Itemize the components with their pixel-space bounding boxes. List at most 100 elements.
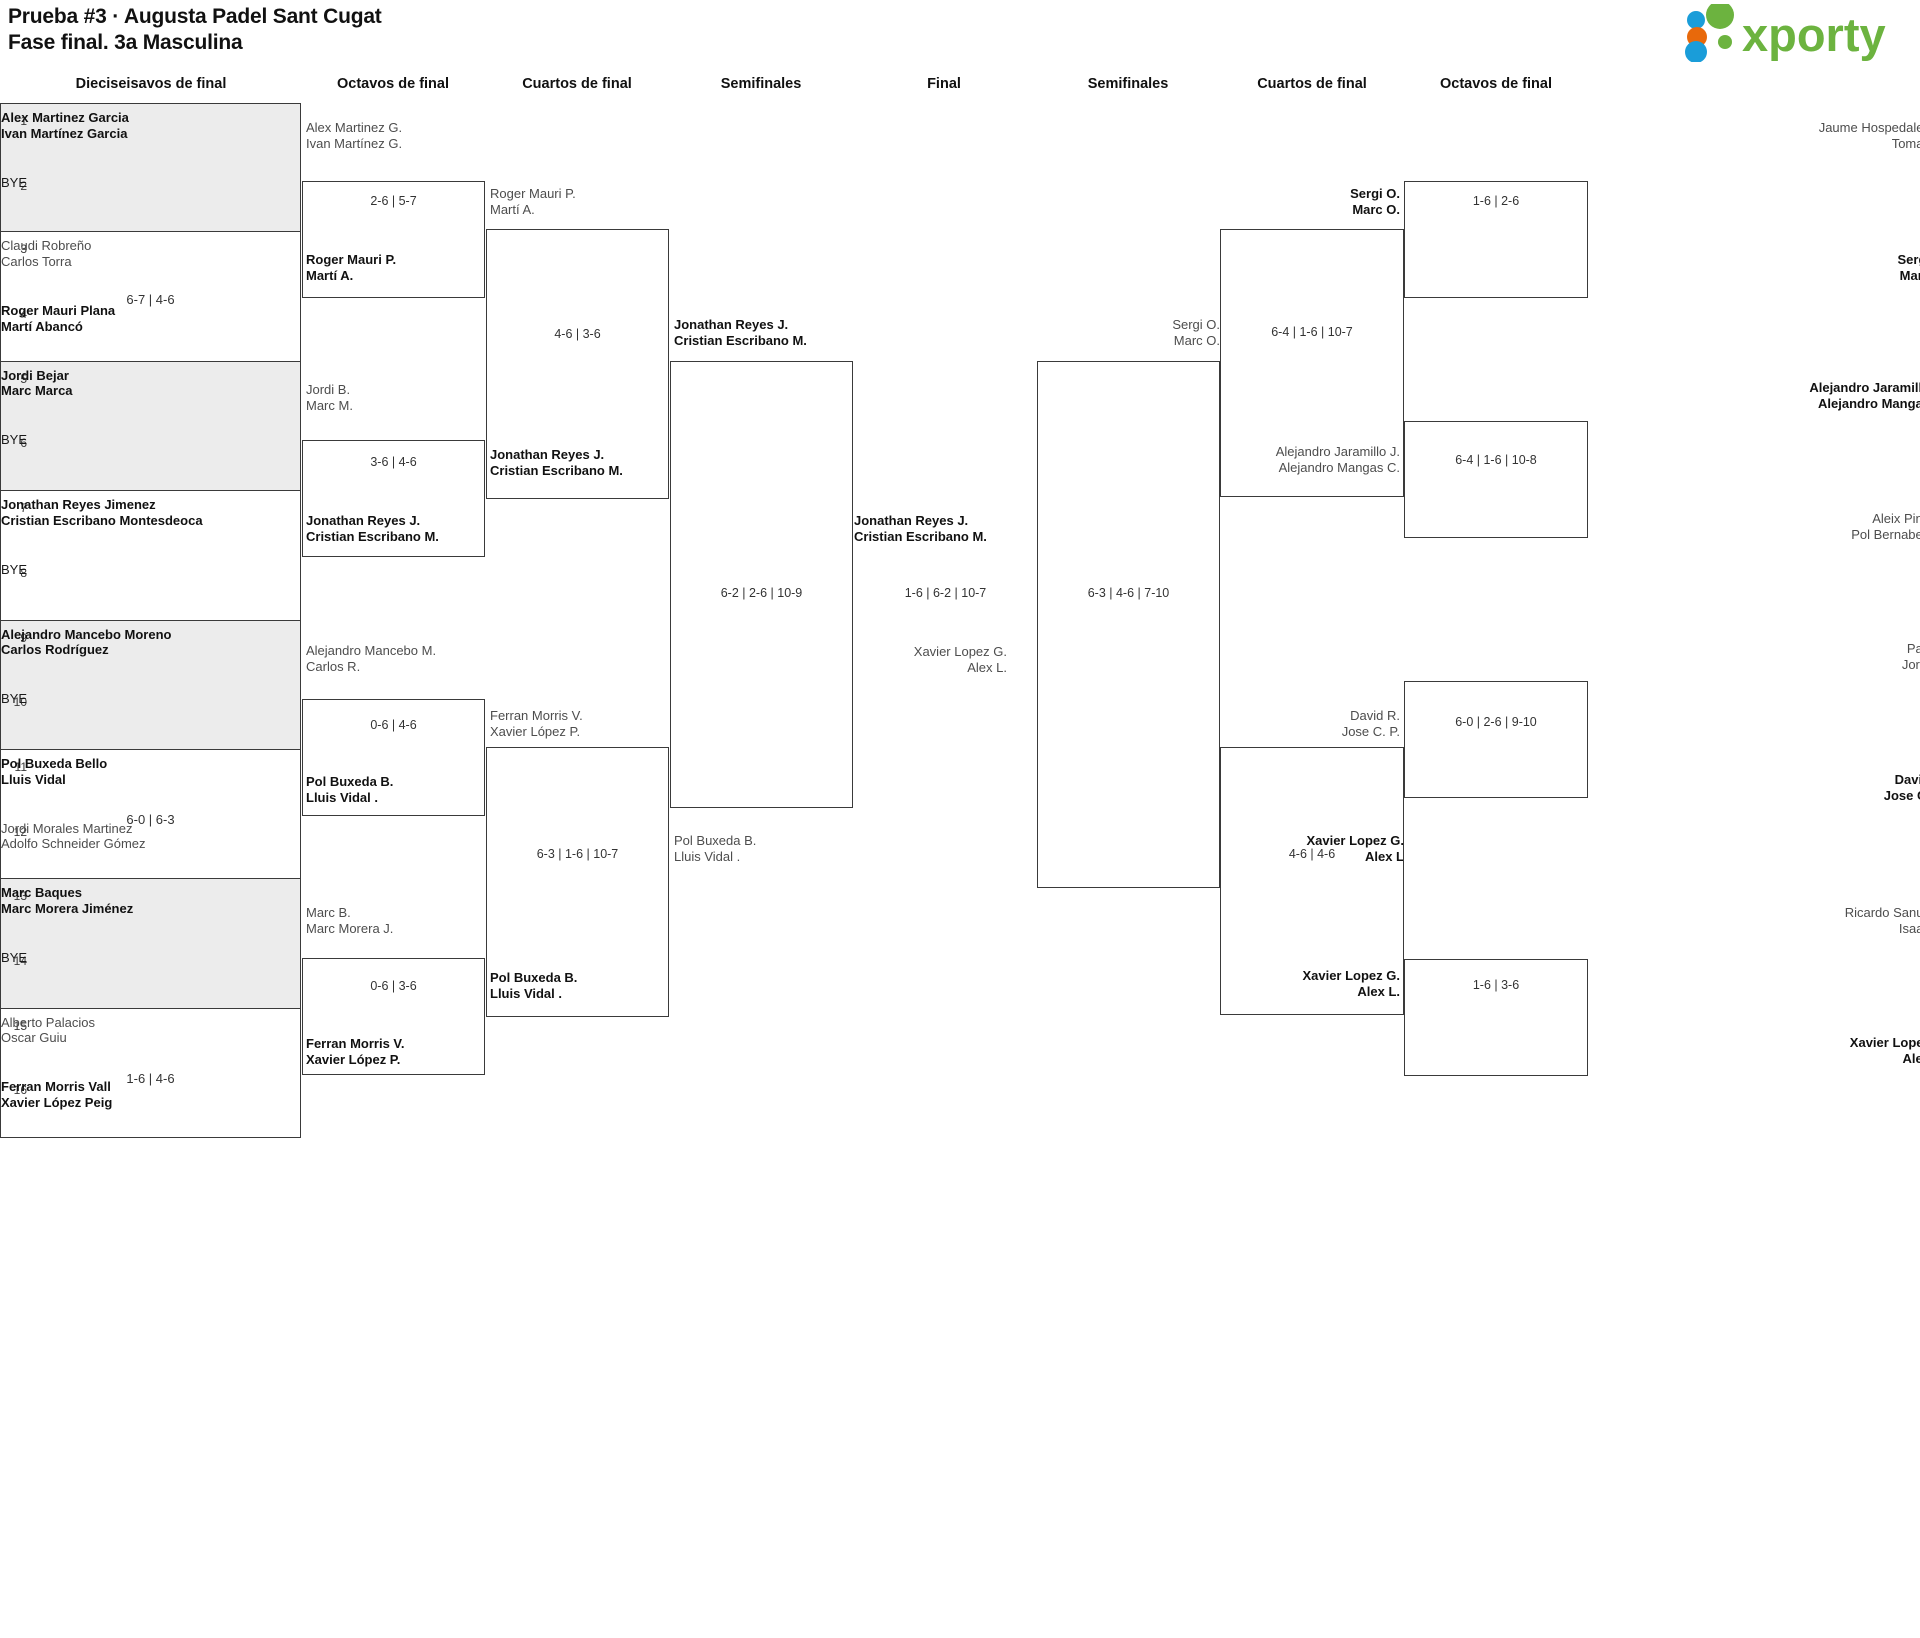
right-octavos-top-1: Jaume HospedalesTomas [1818, 120, 1920, 151]
seed-names-6: BYE [1, 432, 28, 448]
left-octavos-box-4[interactable] [302, 958, 485, 1075]
right-cuartos-bottom-1: Alejandro Jaramillo J.Alejandro Mangas C… [1275, 444, 1400, 475]
right-octavos-box-3[interactable] [1404, 681, 1588, 798]
seed-number-2: 2 [20, 178, 27, 193]
round-header-4: Semifinales [720, 76, 802, 92]
round-header-2: Octavos de final [336, 76, 450, 92]
seed-number-13: 13 [13, 889, 27, 904]
r32-score-3: 1-6 | 4-6 [126, 1071, 175, 1086]
right-octavos-box-2[interactable] [1404, 421, 1588, 538]
logo-icon: xporty [1685, 4, 1886, 62]
left-cuartos-score-1: 4-6 | 3-6 [554, 327, 601, 341]
right-octavos-box-1[interactable] [1404, 181, 1588, 298]
left-semi-box[interactable] [670, 361, 853, 808]
right-cuartos-top-2: David R.Jose C. P. [1341, 708, 1400, 739]
left-octavos-box-3[interactable] [302, 699, 485, 816]
left-cuartos-box-1[interactable] [486, 229, 669, 499]
left-cuartos-box-2[interactable] [486, 747, 669, 1017]
svg-text:xporty: xporty [1742, 8, 1886, 61]
tournament-subtitle: Fase final. 3a Masculina [8, 31, 243, 54]
final-box[interactable] [1037, 361, 1220, 888]
round-header-6: Semifinales [1087, 76, 1169, 92]
right-octavos-bottom-2: Aleix PinaPol Bernabeu [1851, 511, 1920, 542]
left-octavos-score-2: 3-6 | 4-6 [370, 455, 417, 469]
right-octavos-score-3: 6-0 | 2-6 | 9-10 [1455, 715, 1537, 729]
right-octavos-top-3: PauJordi [1901, 641, 1920, 672]
seed-names-2: BYE [1, 174, 28, 190]
left-octavos-loser-1: Alex Martinez G.Ivan Martínez G. [306, 120, 403, 151]
right-cuartos-top-1: Sergi O.Marc O. [1350, 186, 1400, 217]
right-octavos-bottom-1: SergiMarc [1897, 252, 1920, 283]
left-octavos-box-1[interactable] [302, 181, 485, 298]
final-champion: Jonathan Reyes J.Cristian Escribano M. [854, 513, 987, 544]
tournament-title: Prueba #3 · Augusta Padel Sant Cugat [8, 5, 382, 28]
left-semi-winner: Pol Buxeda B.Lluis Vidal . [674, 833, 757, 864]
round-header-7: Cuartos de final [1257, 76, 1367, 92]
right-octavos-box-4[interactable] [1404, 959, 1588, 1076]
left-cuartos-loser-1: Roger Mauri P.Martí A. [490, 186, 576, 217]
final-score: 1-6 | 6-2 | 10-7 [904, 586, 987, 600]
xporty-logo[interactable]: xporty [1680, 4, 1916, 62]
seed-number-3: 3 [20, 242, 27, 257]
left-octavos-loser-2: Jordi B.Marc M. [306, 382, 353, 413]
seed-number-8: 8 [20, 565, 27, 580]
left-octavos-winner-3: Pol Buxeda B.Lluis Vidal . [306, 774, 394, 805]
left-octavos-loser-3: Alejandro Mancebo M.Carlos R. [306, 643, 437, 674]
seed-number-7: 7 [20, 501, 27, 516]
right-octavos-top-4: Ricardo SanuyIsaac [1844, 905, 1920, 936]
left-octavos-score-1: 2-6 | 5-7 [370, 194, 417, 208]
left-octavos-box-2[interactable] [302, 440, 485, 557]
seed-number-9: 9 [20, 630, 27, 645]
round-header-5: Final [927, 76, 961, 92]
right-semi-score: 6-3 | 4-6 | 7-10 [1087, 586, 1170, 600]
seed-number-5: 5 [20, 371, 27, 386]
r32-score-1: 6-7 | 4-6 [126, 292, 175, 307]
seed-number-12: 12 [13, 824, 27, 839]
right-cuartos-box-1[interactable] [1220, 229, 1404, 497]
round-header-8: Octavos de final [1439, 76, 1553, 92]
round-header-3: Cuartos de final [522, 76, 632, 92]
seed-number-15: 15 [13, 1018, 27, 1033]
left-octavos-loser-4: Marc B.Marc Morera J. [306, 905, 394, 936]
r32-score-2: 6-0 | 6-3 [126, 812, 175, 827]
left-cuartos-score-2: 6-3 | 1-6 | 10-7 [536, 847, 619, 861]
right-cuartos-box-2[interactable] [1220, 747, 1404, 1015]
right-semi-winner: Xavier Lopez G.Alex L [1306, 833, 1404, 864]
right-semi-loser: Sergi O.Marc O. [1172, 317, 1220, 348]
left-semi-loser: Jonathan Reyes J.Cristian Escribano M. [674, 317, 807, 348]
right-cuartos-score-2: 4-6 | 4-6 [1288, 847, 1336, 861]
left-semi-score: 6-2 | 2-6 | 10-9 [720, 586, 803, 600]
right-octavos-score-2: 6-4 | 1-6 | 10-8 [1455, 453, 1537, 467]
seed-number-1: 1 [20, 114, 27, 128]
